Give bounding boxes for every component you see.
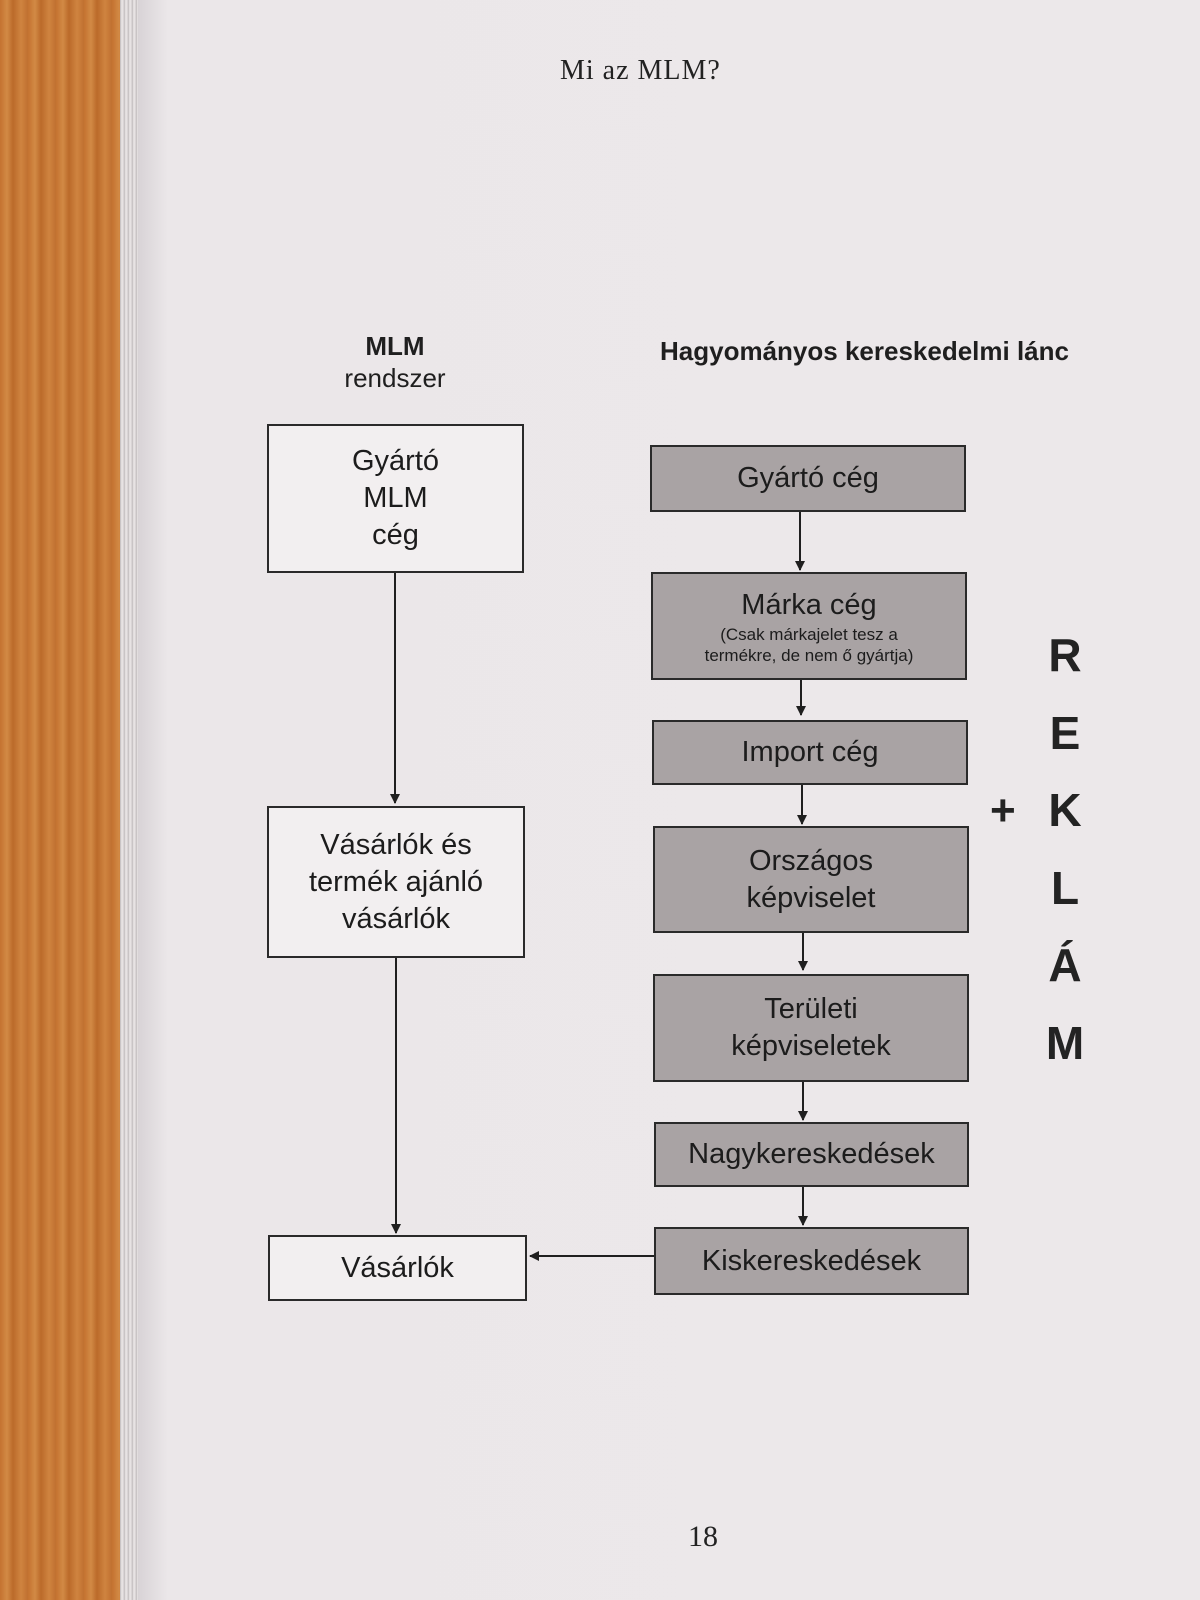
- page-edges: [120, 0, 142, 1600]
- desk-background: [0, 0, 135, 1600]
- box-trad-import: Import cég: [652, 720, 968, 785]
- plus-sign: +: [990, 786, 1016, 835]
- traditional-heading: Hagyományos kereskedelmi lánc: [660, 336, 1069, 366]
- reklam-letter-6: M: [1045, 1017, 1085, 1069]
- box-mlm-manufacturer-line-1: Gyártó: [351, 445, 440, 477]
- box-mlm-manufacturer-line-2: MLM: [363, 482, 428, 514]
- box-trad-national: Országos képviselet: [653, 826, 969, 933]
- box-trad-import-label: Import cég: [741, 736, 879, 768]
- box-trad-regional: Területi képviseletek: [653, 974, 969, 1082]
- box-trad-retail: Kiskereskedések: [654, 1227, 969, 1295]
- box-trad-retail-label: Kiskereskedések: [701, 1244, 922, 1277]
- box-mlm-recommenders-line-3: vásárlók: [342, 902, 450, 935]
- box-trad-regional-line-1: Területi: [764, 993, 858, 1025]
- box-trad-brand-label: Márka cég: [741, 588, 877, 621]
- reklam-letter-1: R: [1048, 629, 1082, 681]
- running-head: Mi az MLM?: [560, 55, 721, 86]
- mlm-heading: MLM rendszer: [300, 330, 490, 394]
- box-trad-regional-line-2: képviseletek: [731, 1030, 891, 1062]
- box-mlm-manufacturer-line-3: cég: [372, 519, 419, 551]
- mlm-heading-subtitle: rendszer: [344, 363, 446, 393]
- box-trad-brand-note-1: (Csak márkajelet tesz a: [720, 624, 898, 644]
- box-mlm-manufacturer: Gyártó MLM cég: [267, 424, 524, 573]
- box-trad-national-line-1: Országos: [748, 844, 874, 877]
- box-trad-manufacturer: Gyártó cég: [650, 445, 966, 512]
- box-mlm-recommenders: Vásárlók és termék ajánló vásárlók: [267, 806, 525, 958]
- box-trad-national-line-2: képviselet: [746, 881, 876, 914]
- reklam-letter-3: K: [1048, 784, 1082, 836]
- box-trad-manufacturer-label: Gyártó cég: [737, 462, 879, 494]
- box-mlm-buyers-label: Vásárlók: [341, 1251, 454, 1284]
- box-mlm-buyers: Vásárlók: [268, 1235, 527, 1301]
- box-mlm-recommenders-line-1: Vásárlók és: [320, 828, 472, 861]
- reklam-letter-5: Á: [1048, 939, 1082, 991]
- page-number: 18: [688, 1520, 718, 1553]
- box-trad-brand-note-2: termékre, de nem ő gyártja): [704, 645, 914, 665]
- mlm-heading-title: MLM: [365, 331, 425, 361]
- book-page: [138, 0, 1200, 1600]
- box-mlm-recommenders-line-2: termék ajánló: [308, 865, 484, 898]
- reklam-letter-4: L: [1050, 862, 1080, 914]
- box-trad-wholesale-label: Nagykereskedések: [688, 1138, 935, 1170]
- reklam-letter-2: E: [1049, 707, 1081, 759]
- box-trad-wholesale: Nagykereskedések: [654, 1122, 969, 1187]
- box-trad-brand: Márka cég (Csak márkajelet tesz a termék…: [651, 572, 967, 680]
